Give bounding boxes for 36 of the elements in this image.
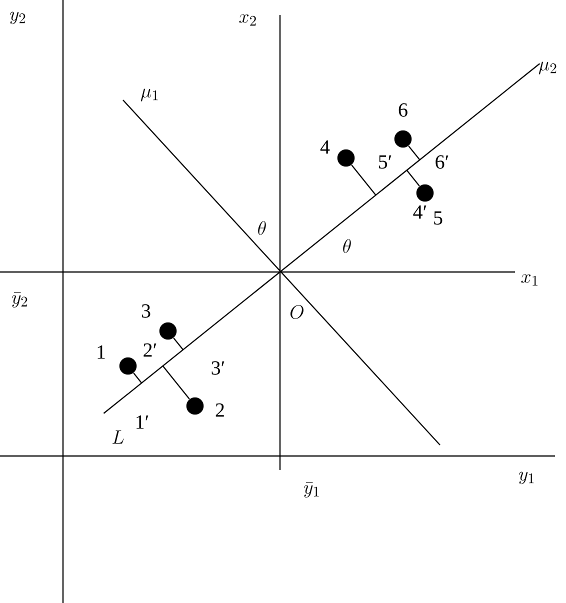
point-label: 5′ xyxy=(378,155,392,169)
point-dot xyxy=(119,357,137,375)
point-dot xyxy=(394,130,412,148)
projection-line xyxy=(173,338,184,350)
axis-label: $x_1$ xyxy=(521,274,538,286)
point-number: 2 xyxy=(216,403,224,417)
point-number: 3 xyxy=(142,304,150,318)
point-label: 6′ xyxy=(436,155,448,169)
point-dot xyxy=(186,397,204,415)
point-label: 3′ xyxy=(212,361,224,375)
axis-label: $y_2$ xyxy=(10,12,26,24)
point-number: 6 xyxy=(398,103,408,117)
projection-line xyxy=(406,170,420,186)
axis-label: $y_1$ xyxy=(518,472,534,484)
point-label: 2′ xyxy=(144,343,156,357)
axis-label: $\bar{y}_2$ xyxy=(12,292,28,308)
projection-line xyxy=(162,366,190,400)
projection-line xyxy=(351,164,376,196)
projection-line xyxy=(408,146,420,160)
point-dot xyxy=(159,322,177,340)
point-label: 1′ xyxy=(136,415,148,429)
point-number: 1 xyxy=(98,345,105,359)
axis-label: $O$ xyxy=(290,305,304,319)
projection-line xyxy=(133,372,142,384)
axis-label: $L$ xyxy=(112,430,124,444)
point-number: 4 xyxy=(320,140,330,154)
point-label: 4′ xyxy=(413,205,426,219)
axis-label: $\bar{y}_1$ xyxy=(304,482,319,498)
axis-label: $\theta$ xyxy=(258,221,266,235)
axis-label: $\theta$ xyxy=(343,239,351,253)
axis-label: $\mu_1$ xyxy=(140,88,158,102)
axis-label: $\mu_2$ xyxy=(538,62,556,74)
point-dot xyxy=(416,184,434,202)
point-dot xyxy=(337,149,355,167)
point-number: 5 xyxy=(434,211,442,225)
axis-label: $x_2$ xyxy=(239,14,256,26)
